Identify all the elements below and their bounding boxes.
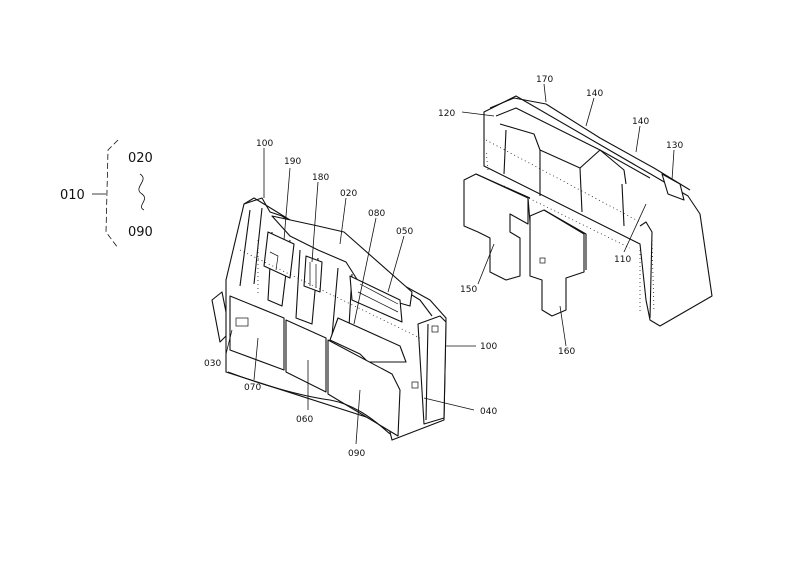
part-180-slot bbox=[303, 255, 323, 293]
part-090-panel bbox=[327, 339, 401, 437]
callout-060: 060 bbox=[296, 415, 313, 425]
callout-labels: 100 190 180 020 080 050 030 070 060 090 … bbox=[204, 75, 683, 459]
range-end-label: 090 bbox=[128, 225, 153, 240]
callout-100-right: 100 bbox=[480, 342, 497, 352]
rear-packing-insert bbox=[463, 95, 713, 327]
part-060-panel bbox=[285, 319, 327, 393]
range-start-label: 020 bbox=[128, 151, 153, 166]
callout-130: 130 bbox=[666, 141, 683, 151]
part-160-block bbox=[529, 209, 585, 317]
leader-lines bbox=[225, 83, 675, 445]
rear-insert-body bbox=[483, 95, 713, 327]
callout-140: 140 bbox=[586, 89, 603, 99]
callout-180: 180 bbox=[312, 173, 329, 183]
callout-050: 050 bbox=[396, 227, 413, 237]
range-tilde bbox=[138, 173, 145, 211]
rear-ridge bbox=[243, 197, 433, 317]
part-150-block bbox=[463, 173, 529, 281]
callout-110: 110 bbox=[614, 255, 631, 265]
callout-020: 020 bbox=[340, 189, 357, 199]
left-wall-edge bbox=[239, 209, 251, 287]
callout-040: 040 bbox=[480, 407, 497, 417]
callout-090: 090 bbox=[348, 449, 365, 459]
callout-150: 150 bbox=[460, 285, 477, 295]
part-190-block bbox=[263, 231, 295, 279]
front-packing-insert bbox=[211, 197, 447, 441]
part-130-corner bbox=[661, 173, 685, 201]
callout-190: 190 bbox=[284, 157, 301, 167]
callout-170: 170 bbox=[536, 75, 553, 85]
end-cap-100 bbox=[417, 315, 447, 425]
callout-100: 100 bbox=[256, 139, 273, 149]
callout-160: 160 bbox=[558, 347, 575, 357]
group-bracket bbox=[105, 139, 119, 249]
callout-140-second: 140 bbox=[632, 117, 649, 127]
part-050-compartment bbox=[349, 275, 403, 323]
callout-120: 120 bbox=[438, 109, 455, 119]
callout-070: 070 bbox=[244, 383, 261, 393]
left-wall-inner bbox=[253, 207, 263, 285]
divider-mid bbox=[295, 249, 319, 325]
callout-030: 030 bbox=[204, 359, 221, 369]
part-070-panel bbox=[229, 295, 285, 371]
group-legend: 010 020 090 bbox=[60, 139, 153, 249]
callout-080: 080 bbox=[368, 209, 385, 219]
group-label: 010 bbox=[60, 188, 85, 203]
end-face-110 bbox=[639, 221, 653, 319]
